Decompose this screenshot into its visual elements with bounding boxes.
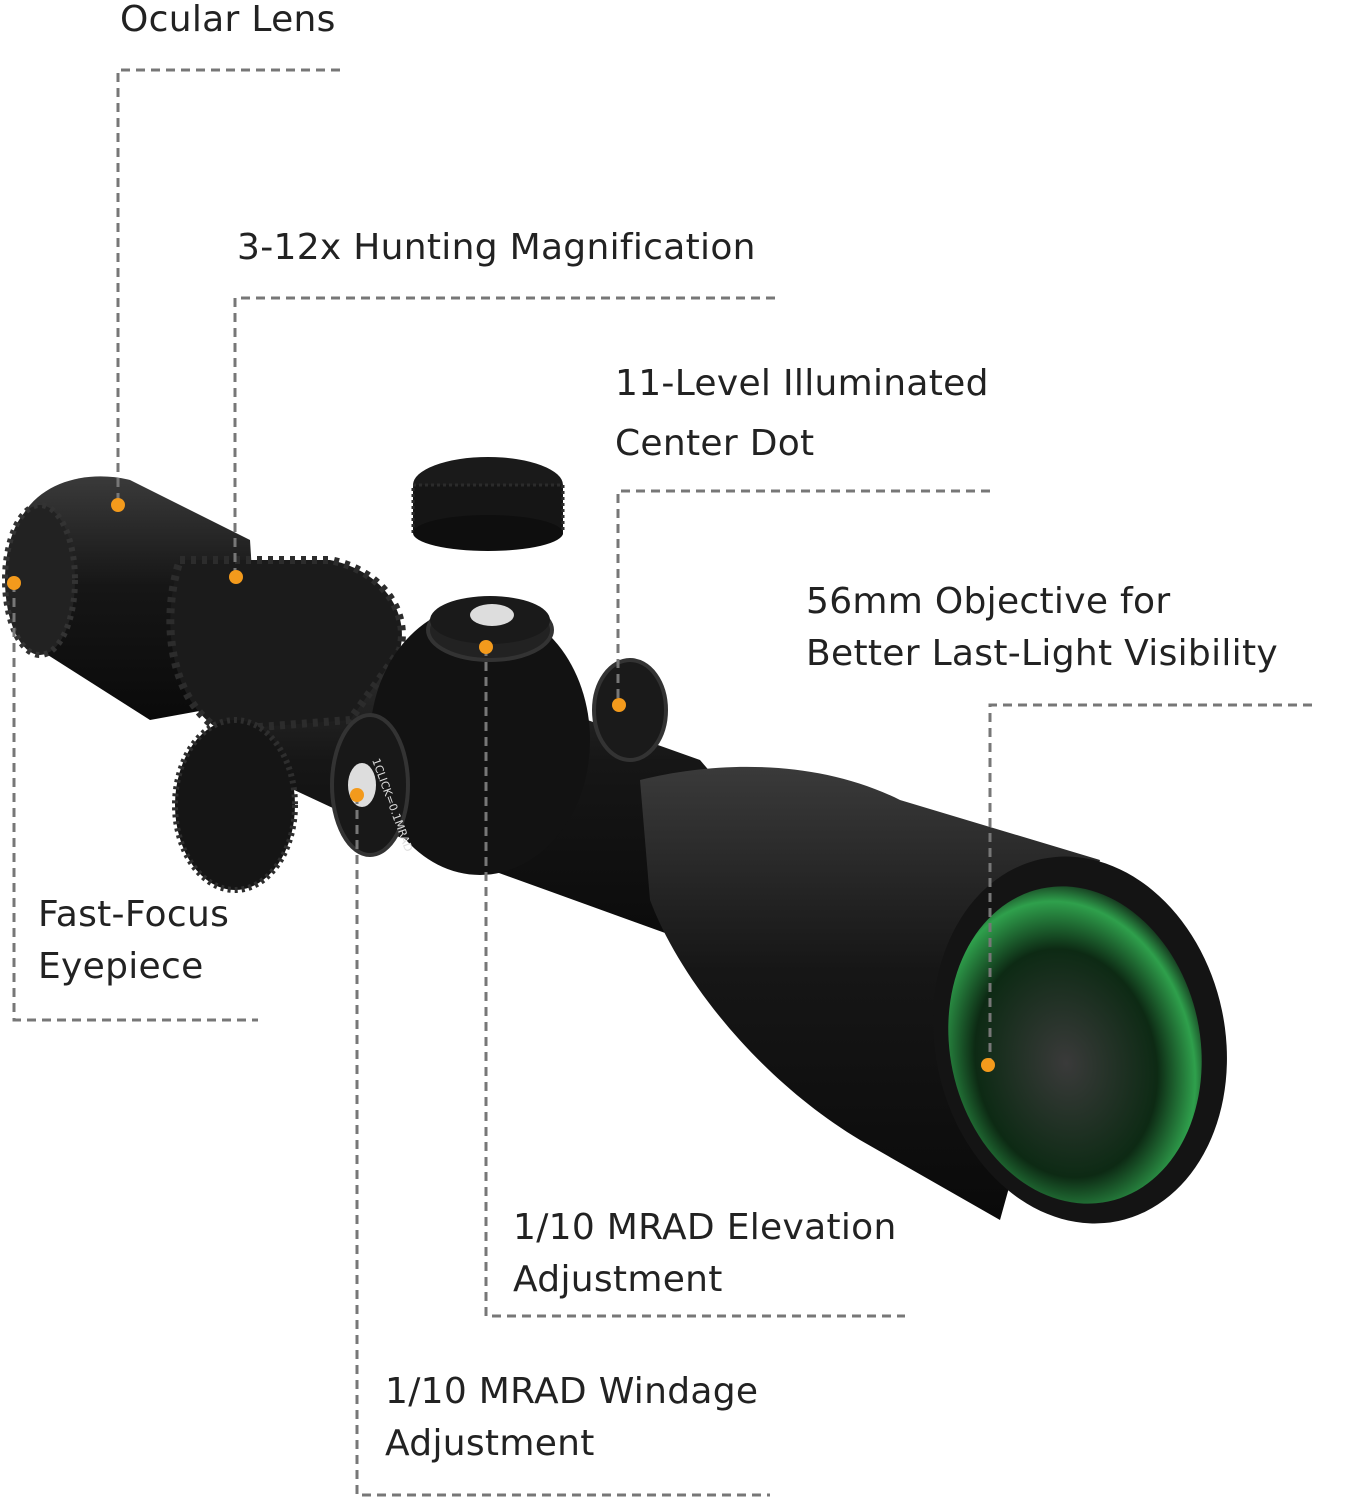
callout-text: Center Dot <box>615 423 815 464</box>
marker-eyepiece <box>7 576 21 590</box>
leader-elevation <box>484 647 905 1318</box>
leader-magnification <box>233 296 775 577</box>
callout-text: Adjustment <box>513 1259 723 1300</box>
callout-text: Ocular Lens <box>120 0 336 40</box>
callout-text: 3-12x Hunting Magnification <box>237 227 756 268</box>
leader-lines <box>12 68 1312 1497</box>
leader-eyepiece <box>12 583 258 1022</box>
callout-text: Eyepiece <box>38 946 204 987</box>
marker-magnification <box>229 570 243 584</box>
leader-windage <box>355 795 770 1497</box>
callout-text: Better Last-Light Visibility <box>806 633 1279 674</box>
scope-body <box>2 457 1227 1224</box>
callout-text: 1/10 MRAD Windage <box>385 1371 759 1412</box>
marker-ocular-lens <box>111 498 125 512</box>
leader-objective <box>988 703 1312 1065</box>
marker-illumination <box>612 698 626 712</box>
callout-text: Adjustment <box>385 1423 595 1464</box>
callout-text: 56mm Objective for <box>806 581 1171 622</box>
leader-ocular-lens <box>116 68 340 505</box>
callout-text: 1/10 MRAD Elevation <box>513 1207 897 1248</box>
marker-objective <box>981 1058 995 1072</box>
marker-windage <box>350 788 364 802</box>
callout-ocular-lens: Ocular Lens <box>120 0 336 46</box>
marker-dots <box>7 498 995 1072</box>
leader-illumination <box>616 489 990 705</box>
callout-magnification: 3-12x Hunting Magnification <box>237 222 756 274</box>
marker-elevation <box>479 640 493 654</box>
callout-text: Fast-Focus <box>38 894 230 935</box>
callout-text: 11-Level Illuminated <box>615 363 989 404</box>
